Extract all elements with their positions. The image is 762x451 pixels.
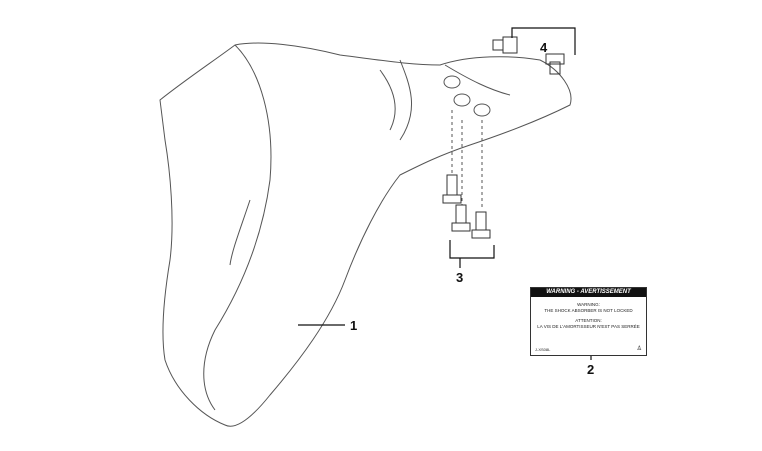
warning-line-1: WARNING:: [577, 302, 600, 307]
label-code: J-XS08L: [535, 347, 551, 352]
callout-3: 3: [456, 270, 464, 285]
warning-line-2: THE SHOCK ABSORBER IS NOT LOCKED: [544, 308, 633, 313]
person-warning-icon: ♙: [636, 346, 642, 352]
front-fender: [159, 42, 572, 427]
bolts-3: [442, 174, 491, 239]
warning-label-header: WARNING - AVERTISSEMENT: [531, 288, 646, 297]
warning-label: WARNING - AVERTISSEMENT WARNING: THE SHO…: [530, 287, 647, 356]
bolts-4: [492, 36, 565, 75]
callout-2: 2: [587, 362, 595, 377]
callout-1: 1: [350, 318, 358, 333]
callout-4: 4: [540, 40, 548, 55]
warning-line-3: ATTENTION:: [575, 318, 602, 323]
warning-line-4: LA VIS DE L'AMORTISSEUR N'EST PAS SERRÉE: [537, 324, 640, 329]
